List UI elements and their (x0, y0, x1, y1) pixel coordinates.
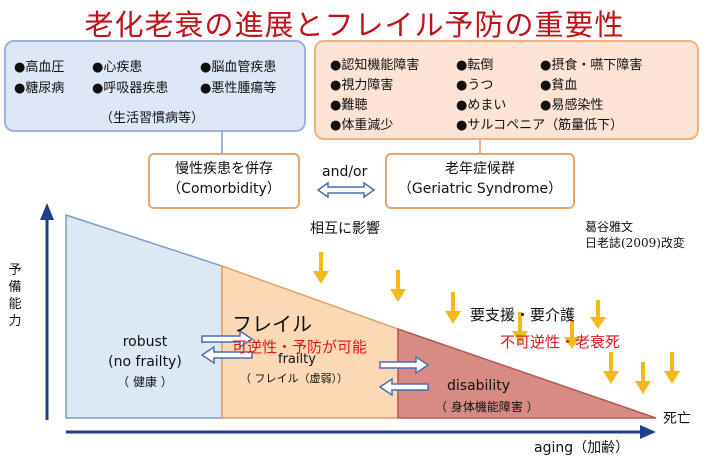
robust-en-sub: (no frailty) (108, 354, 182, 370)
disease-item: ●呼吸器疾患 (92, 81, 169, 96)
disease-item: ●糖尿病 (14, 81, 65, 96)
geriatric-symptoms-box (314, 40, 699, 140)
page-title: 老化老衰の進展とフレイル予防の重要性 (84, 8, 625, 42)
y-axis-label: 予備能力 (8, 263, 22, 329)
y-axis-arrowhead (40, 203, 54, 220)
geriatric-en: （Geriatric Syndrome） (397, 181, 563, 197)
irreversible-note: 不可逆性・老衰死 (500, 333, 621, 351)
downward-arrow-icon (313, 252, 680, 394)
and-or-label: and/or (322, 164, 368, 180)
disease-item: ●高血圧 (14, 60, 65, 75)
geriatric-syndrome-chip: 老年症候群 （Geriatric Syndrome） (385, 153, 575, 209)
symptom-item: ●貧血 (540, 78, 578, 93)
symptom-item: ●易感染性 (540, 98, 604, 113)
disease-item: ●悪性腫瘍等 (200, 81, 277, 96)
death-label: 死亡 (663, 411, 691, 427)
symptom-item: ●摂食・嚥下障害 (540, 58, 643, 73)
symptom-item: ●視力障害 (330, 78, 394, 93)
support-note: 要支援・要介護 (470, 306, 576, 324)
disease-item: ●脳血管疾患 (200, 60, 277, 75)
symptom-item: ●うつ (456, 78, 494, 93)
frailty-title: フレイル (232, 312, 312, 336)
disability-region (397, 327, 657, 419)
frailty-en: frailty (278, 352, 316, 367)
symptom-item: ●難聴 (330, 98, 368, 113)
robust-en: robust (122, 334, 168, 350)
robust-ja: （ 健康 ） (117, 375, 173, 389)
symptom-item: ●認知機能障害 (330, 58, 420, 73)
citation-line1: 葛谷雅文 (585, 220, 634, 234)
robust-label: robust (no frailty) （ 健康 ） (70, 332, 220, 392)
x-axis-arrowhead (640, 425, 656, 439)
symptom-item: ●体重減少 (330, 118, 394, 133)
symptom-item: ●サルコペニア（筋量低下） (456, 118, 624, 133)
x-axis-label: aging（加齢） (534, 440, 630, 456)
symptom-item: ●転倒 (456, 58, 494, 73)
disability-ja: （ 身体機能障害 ） (435, 400, 539, 414)
interaction-label: 相互に影響 (310, 221, 380, 237)
citation-line2: 日老誌(2009)改変 (585, 236, 685, 250)
chronic-diseases-box (4, 40, 306, 132)
diseases-caption: （生活習慣病等） (100, 111, 205, 126)
transition-arrow-icon (378, 355, 430, 397)
symptom-item: ●めまい (456, 98, 507, 113)
transition-arrow-icon (200, 329, 254, 365)
comorbidity-en: （Comorbidity） (167, 181, 281, 197)
geriatric-ja: 老年症候群 (445, 161, 515, 177)
disability-en: disability (447, 378, 510, 394)
reversible-note: 可逆性・予防が可能 (232, 338, 368, 356)
frailty-ja: （ フレイル（虚弱）） (240, 372, 348, 385)
double-arrow-icon (316, 181, 376, 199)
disease-item: ●心疾患 (92, 60, 143, 75)
comorbidity-ja: 慢性疾患を併存 (175, 161, 273, 177)
comorbidity-chip: 慢性疾患を併存 （Comorbidity） (148, 153, 300, 209)
